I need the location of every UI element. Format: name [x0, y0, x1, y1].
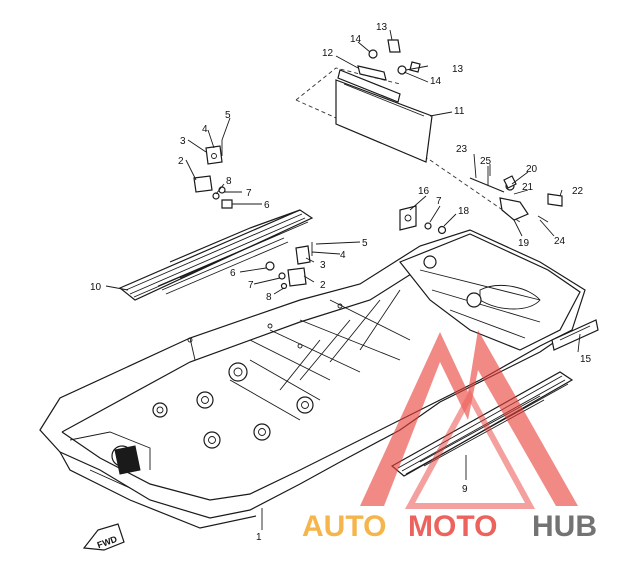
callout-14a: 14 — [350, 34, 362, 45]
callout-11: 11 — [454, 106, 465, 117]
callout-14b: 14 — [430, 76, 442, 87]
callout-12: 12 — [322, 48, 334, 59]
leader-lines — [105, 29, 581, 353]
callout-9: 9 — [462, 484, 468, 495]
frame-body — [39, 229, 586, 530]
callout-24: 24 — [554, 236, 566, 247]
callout-6b: 6 — [230, 268, 236, 279]
watermark-logo: AUTO MOTO HUB — [302, 330, 597, 543]
callout-4a: 4 — [202, 124, 208, 135]
watermark-word-moto: MOTO — [408, 510, 497, 543]
callout-1: 1 — [256, 532, 262, 543]
callout-16: 16 — [418, 186, 430, 197]
callout-13b: 13 — [452, 64, 464, 75]
callout-21: 21 — [522, 182, 534, 193]
callout-18: 18 — [458, 206, 470, 217]
callout-15: 15 — [580, 354, 592, 365]
callout-13a: 13 — [376, 22, 388, 33]
callout-4b: 4 — [340, 250, 346, 261]
callout-5b: 5 — [362, 238, 368, 249]
callout-10: 10 — [90, 282, 102, 293]
callout-3a: 3 — [180, 136, 186, 147]
callout-19: 19 — [518, 238, 530, 249]
watermark-triangle-icon — [360, 330, 578, 506]
hardware — [193, 39, 599, 351]
callout-8a: 8 — [226, 176, 232, 187]
callout-2b: 2 — [320, 280, 326, 291]
callout-6a: 6 — [264, 200, 270, 211]
callout-3b: 3 — [320, 260, 326, 271]
watermark-word-auto: AUTO — [302, 510, 386, 543]
callout-22: 22 — [572, 186, 584, 197]
callout-8b: 8 — [266, 292, 272, 303]
rear-flap — [295, 67, 521, 223]
callout-7b: 7 — [248, 280, 254, 291]
callout-23: 23 — [456, 144, 468, 155]
callout-2a: 2 — [178, 156, 184, 167]
callout-7a: 7 — [246, 188, 252, 199]
watermark-word-hub: HUB — [532, 510, 597, 543]
fwd-arrow-icon: FWD — [82, 523, 125, 551]
callout-25: 25 — [480, 156, 492, 167]
callout-20: 20 — [526, 164, 538, 175]
callout-7c: 7 — [436, 196, 442, 207]
running-board-left — [118, 209, 314, 301]
callout-5a: 5 — [225, 110, 231, 121]
